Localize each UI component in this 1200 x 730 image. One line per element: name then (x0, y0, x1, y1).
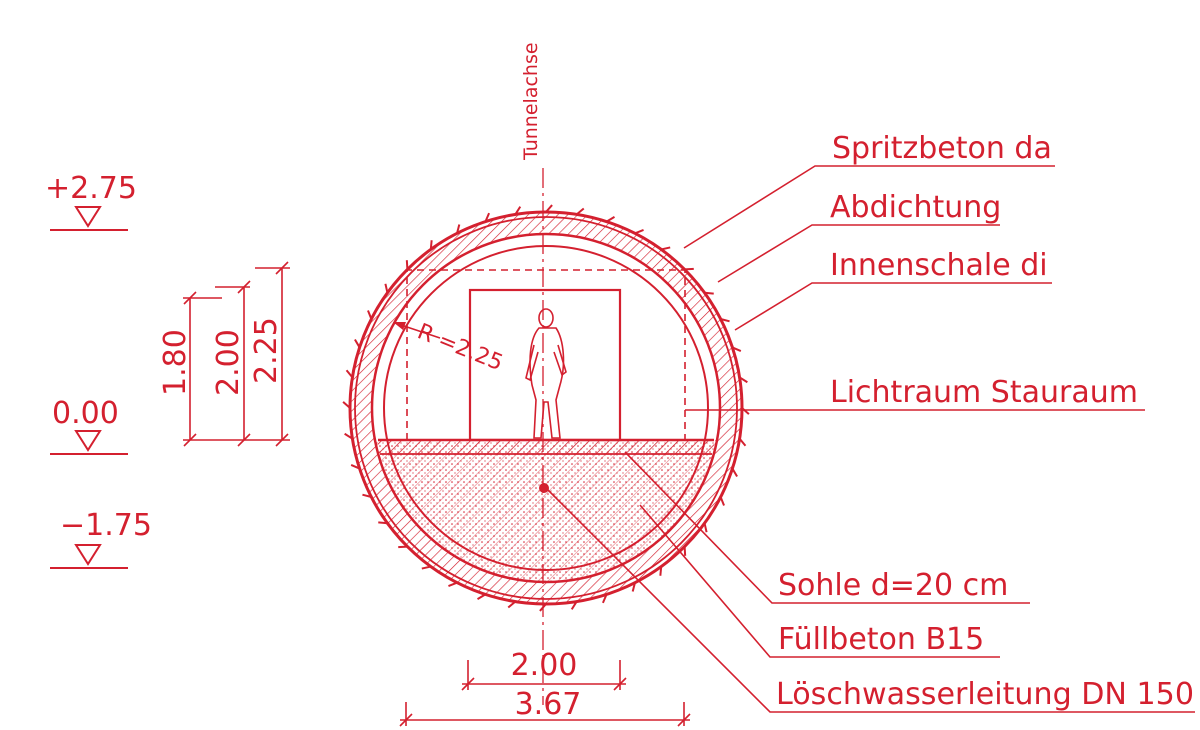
ground-tick (719, 496, 725, 506)
level-label: +2.75 (45, 171, 137, 206)
ground-tick (731, 468, 738, 478)
callout-spritzbeton: Spritzbeton da (832, 131, 1052, 166)
ground-tick (684, 267, 694, 271)
ground-tick (456, 224, 461, 234)
ground-tick (384, 283, 389, 294)
axis-label: Tunnelachse (520, 42, 542, 161)
ground-tick (570, 601, 578, 610)
dim-3-67: 3.67 (515, 687, 582, 722)
dim-2-00-vertical: 2.00 (211, 329, 246, 396)
sohle-slab (378, 438, 714, 455)
person-figure (525, 308, 567, 439)
level-bottom: −1.75 (50, 508, 152, 569)
ground-tick (606, 216, 616, 223)
ground-tick (683, 546, 687, 556)
ground-tick (362, 493, 372, 498)
ground-tick (367, 310, 373, 320)
ground-tick (631, 582, 636, 592)
spritzbeton-ring (350, 212, 742, 604)
callout-lichtraum: Lichtraum Stauraum (830, 375, 1138, 410)
abdichtung-line (354, 216, 738, 600)
ground-tick (659, 566, 663, 576)
ground-tick (738, 438, 747, 447)
ground-tick (660, 246, 671, 251)
ground-tick (342, 401, 351, 409)
ground-tick (704, 291, 714, 295)
horizontal-dimensions (399, 660, 691, 727)
level-label: 0.00 (52, 396, 119, 431)
ground-tick (634, 229, 644, 235)
dim-2-00-horizontal: 2.00 (511, 648, 578, 683)
invert-fill (375, 440, 717, 582)
ground-tick (739, 376, 748, 384)
callout-sohle: Sohle d=20 cm (778, 568, 1008, 603)
ground-tick (448, 581, 458, 587)
ground-tick (344, 432, 353, 440)
callout-abdichtung: Abdichtung (830, 190, 1001, 225)
callout-fuellbeton: Füllbeton B15 (778, 622, 984, 657)
loeschwasser-pipe (539, 483, 549, 493)
level-zero: 0.00 (50, 396, 128, 455)
ground-tick (398, 545, 408, 549)
ground-tick (514, 206, 522, 215)
level-top: +2.75 (45, 171, 137, 231)
ground-tick (720, 318, 730, 323)
ground-tick (507, 600, 516, 609)
radius-arrowhead (393, 322, 406, 330)
ground-tick (378, 521, 388, 525)
vertical-dimensions (183, 261, 290, 447)
ground-tick (703, 522, 708, 533)
ground-tick (350, 463, 360, 470)
ground-tick (732, 346, 742, 353)
ground-tick (545, 204, 553, 213)
ground-tick (405, 260, 409, 270)
ground-tick (576, 207, 585, 216)
dim-2-25: 2.25 (249, 317, 284, 384)
ground-tick (421, 565, 432, 570)
ground-tick (484, 212, 491, 222)
callout-loeschwasser: Löschwasserleitung DN 150 (776, 677, 1194, 712)
ground-tick (429, 240, 433, 250)
dim-1-80: 1.80 (158, 329, 193, 396)
ground-tick (354, 338, 361, 348)
ground-tick (601, 594, 608, 604)
level-label: −1.75 (60, 508, 152, 543)
ground-ticks (342, 204, 750, 612)
callout-leaders (547, 165, 1195, 713)
ground-tick (345, 369, 354, 378)
ground-tick (741, 407, 750, 415)
lichtraum-dashed (406, 269, 686, 440)
stauraum-box (468, 288, 622, 442)
ground-tick (476, 593, 486, 600)
callout-innenschale: Innenschale di (830, 248, 1048, 283)
radius-label: R =2.25 (414, 319, 507, 376)
